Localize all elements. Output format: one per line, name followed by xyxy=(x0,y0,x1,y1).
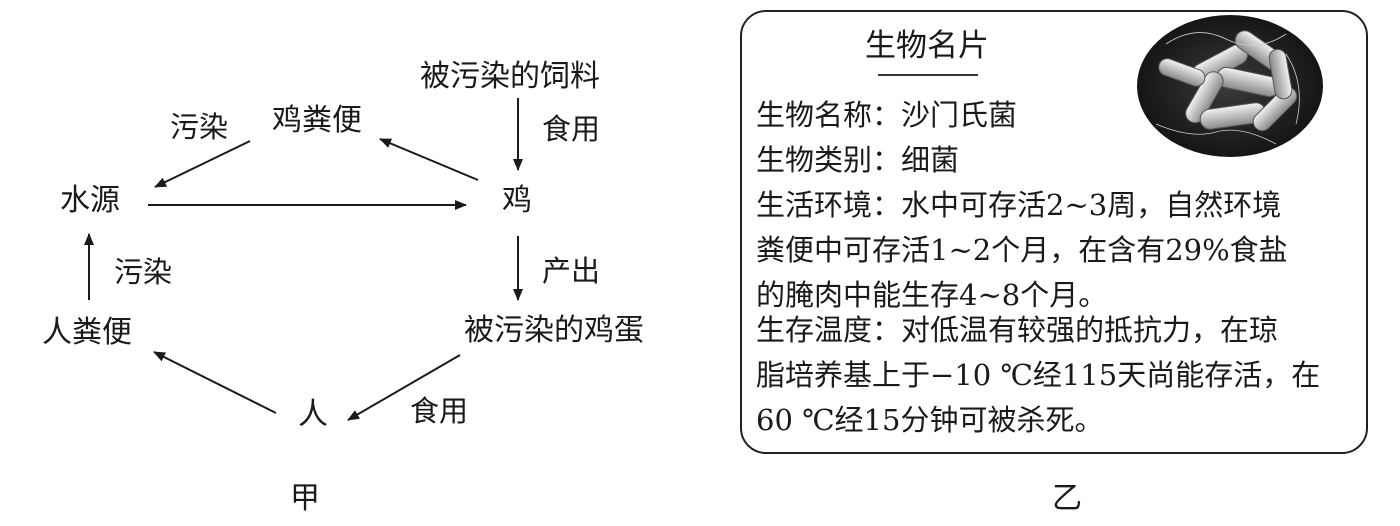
label-eat-egg: 食用 xyxy=(410,394,468,428)
node-chicken: 鸡 xyxy=(502,184,532,218)
node-chicken-feces: 鸡粪便 xyxy=(272,104,362,138)
card-line-temperature-2: 脂培养基上于−10 ℃经115天尚能存活，在 xyxy=(756,358,1320,392)
node-contaminated-feed: 被污染的饲料 xyxy=(420,60,600,94)
card-line-temperature-1: 生存温度：对低温有较强的抵抗力，在琼 xyxy=(756,313,1278,347)
arrow-chicken-feces-to-water xyxy=(155,141,250,187)
card-line-habitat-2: 粪便中可存活1~2个月，在含有29%食盐 xyxy=(756,233,1288,267)
node-water-source: 水源 xyxy=(60,184,120,218)
caption-jia: 甲 xyxy=(290,482,320,516)
card-line-temperature-3: 60 ℃经15分钟可被杀死。 xyxy=(756,403,1103,437)
node-human: 人 xyxy=(298,398,328,432)
card-title: 生物名片 xyxy=(865,28,989,64)
card-line-category: 生物类别：细菌 xyxy=(756,143,959,177)
card-line-habitat-3: 的腌肉中能生存4~8个月。 xyxy=(756,278,1107,312)
node-contaminated-egg: 被污染的鸡蛋 xyxy=(464,314,644,348)
label-pollute-chicken-feces: 污染 xyxy=(170,110,228,144)
card-line-habitat-1: 生活环境：水中可存活2~3周，自然环境 xyxy=(756,188,1281,222)
arrow-chicken-to-chicken-feces xyxy=(380,139,478,180)
salmonella-micrograph xyxy=(1136,14,1324,158)
label-eat-feed: 食用 xyxy=(542,112,600,146)
caption-yi: 乙 xyxy=(1052,482,1082,516)
card-title-underline xyxy=(878,74,978,76)
label-produce: 产出 xyxy=(542,254,600,288)
card-line-name: 生物名称：沙门氏菌 xyxy=(756,98,1017,132)
label-pollute-human-feces: 污染 xyxy=(114,255,172,289)
arrow-human-to-human-feces xyxy=(154,352,276,413)
node-human-feces: 人粪便 xyxy=(42,316,132,350)
